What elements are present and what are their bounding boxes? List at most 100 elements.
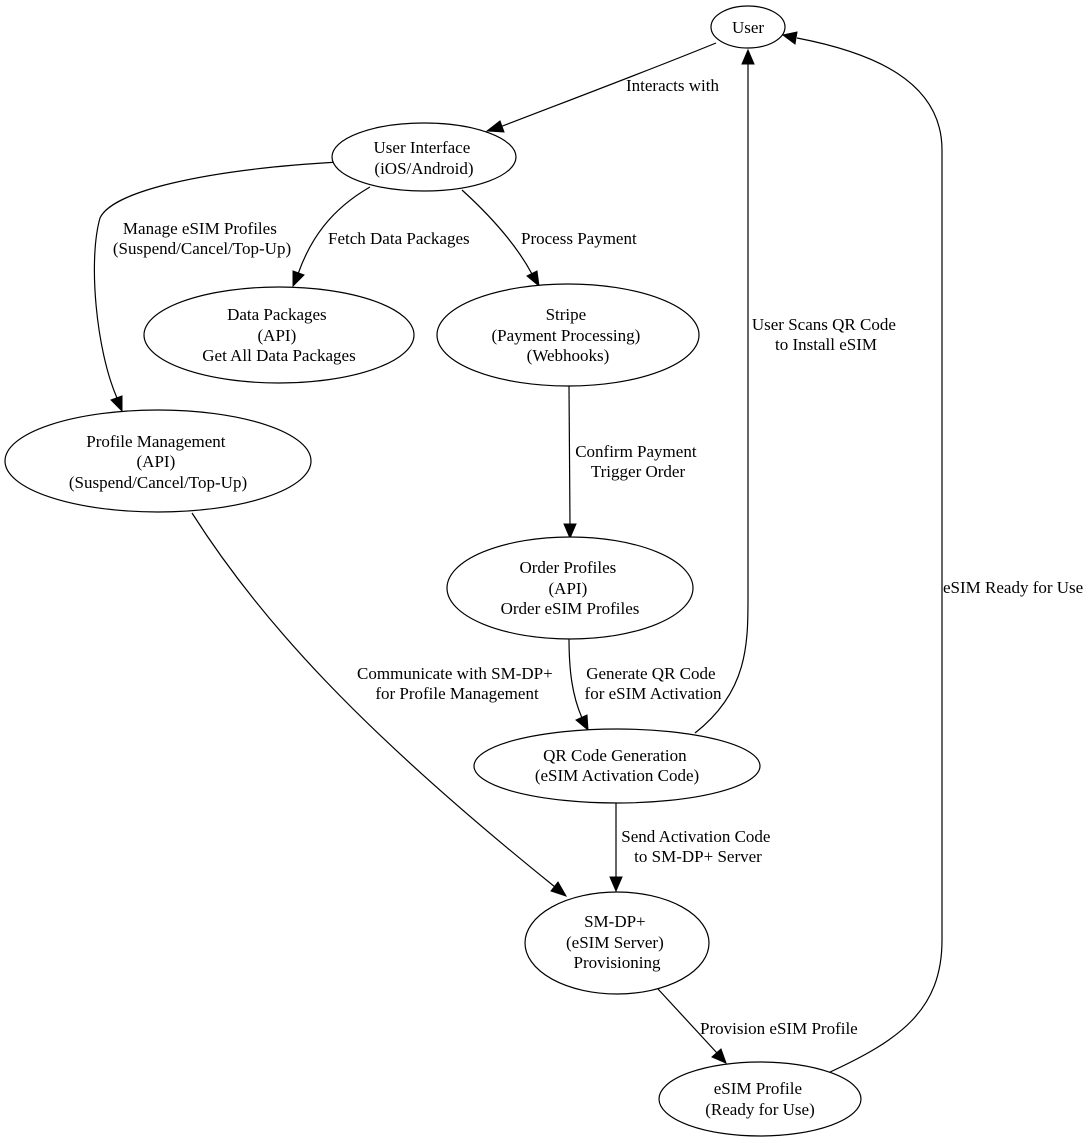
arrowhead — [563, 523, 577, 540]
node-esim-profile-label: eSIM Profile (Ready for Use) — [705, 1079, 815, 1119]
node-user-interface-label: User Interface (iOS/Android) — [374, 138, 475, 178]
edge-label-provision-esim-profile: Provision eSIM Profile — [700, 1019, 858, 1038]
edge-label-line: Confirm Payment — [575, 442, 697, 461]
edge-label-line: Trigger Order — [591, 462, 686, 481]
arrowhead — [711, 1048, 727, 1064]
arrowhead — [526, 270, 540, 288]
node-label-line: Stripe — [546, 305, 587, 324]
node-label-line: (eSIM Server) — [566, 933, 664, 952]
edge-label-communicate-with-smdp: Communicate with SM-DP+ for Profile Mana… — [357, 664, 557, 703]
edge-stripe-to-order-profiles — [563, 385, 577, 540]
edge-label-line: for eSIM Activation — [585, 684, 722, 703]
arrowhead — [292, 270, 305, 288]
edge-label-generate-qr-code: Generate QR Code for eSIM Activation — [585, 664, 722, 703]
node-label-line: (API) — [549, 579, 588, 598]
edge-label-line: Manage eSIM Profiles — [123, 219, 277, 238]
edge-label-manage-esim-profiles: Manage eSIM Profiles (Suspend/Cancel/Top… — [113, 219, 291, 258]
edge-label-fetch-data-packages: Fetch Data Packages — [328, 229, 470, 248]
node-label-line: User Interface — [374, 138, 471, 157]
node-qr-code-generation-label: QR Code Generation (eSIM Activation Code… — [535, 746, 699, 785]
node-smdp-shape — [524, 891, 710, 995]
node-order-profiles: Order Profiles (API) Order eSIM Profiles — [446, 536, 694, 640]
edge-label-line: Generate QR Code — [586, 664, 715, 683]
node-label-line: Provisioning — [574, 953, 661, 972]
node-label-line: Profile Management — [86, 432, 226, 451]
edge-label-line: Interacts with — [626, 76, 719, 95]
edge-label-interacts-with: Interacts with — [626, 76, 719, 95]
arrowhead — [550, 881, 568, 897]
node-user: User — [710, 5, 786, 49]
edge-esim-profile-to-user — [781, 31, 943, 1074]
edge-user-to-ui — [485, 42, 717, 133]
edge-label-esim-ready-for-use: eSIM Ready for Use — [943, 578, 1083, 597]
node-label-line: (Webhooks) — [527, 346, 610, 365]
arrowhead — [609, 876, 623, 893]
edge-label-line: User Scans QR Code — [752, 315, 896, 334]
edge-order-to-qr-code — [568, 637, 589, 732]
edge-label-line: Process Payment — [521, 229, 637, 248]
node-data-packages: Data Packages (API) Get All Data Package… — [143, 286, 415, 384]
edge-smdp-to-esim-profile — [657, 988, 727, 1064]
node-label-line: (Payment Processing) — [492, 326, 641, 345]
node-label-line: SM-DP+ — [584, 912, 646, 931]
node-label-line: (Ready for Use) — [705, 1100, 815, 1119]
edge-label-line: eSIM Ready for Use — [943, 578, 1083, 597]
node-smdp-label: SM-DP+ (eSIM Server) Provisioning — [566, 912, 668, 972]
arrowhead — [741, 48, 755, 65]
node-user-interface: User Interface (iOS/Android) — [331, 122, 517, 192]
node-esim-profile: eSIM Profile (Ready for Use) — [658, 1061, 862, 1137]
node-data-packages-shape — [143, 286, 415, 384]
edge-label-line: Communicate with SM-DP+ — [357, 664, 553, 683]
node-stripe: Stripe (Payment Processing) (Webhooks) — [436, 283, 700, 387]
node-order-profiles-label: Order Profiles (API) Order eSIM Profiles — [501, 558, 640, 618]
edge-label-line: Provision eSIM Profile — [700, 1019, 858, 1038]
node-label-line: (eSIM Activation Code) — [535, 766, 699, 785]
node-label-line: Order Profiles — [519, 558, 616, 577]
edge-ui-to-profile-management — [93, 161, 339, 413]
node-profile-management: Profile Management (API) (Suspend/Cancel… — [4, 409, 312, 513]
node-data-packages-label: Data Packages (API) Get All Data Package… — [202, 305, 355, 365]
edge-label-send-activation-code: Send Activation Code to SM-DP+ Server — [621, 827, 774, 866]
edge-profile-management-to-smdp — [191, 512, 568, 897]
edge-label-confirm-payment: Confirm Payment Trigger Order — [575, 442, 701, 481]
node-label-line: User — [732, 18, 764, 37]
node-label-line: eSIM Profile — [714, 1079, 802, 1098]
arrowhead — [575, 714, 589, 732]
node-smdp: SM-DP+ (eSIM Server) Provisioning — [524, 891, 710, 995]
edge-qr-code-to-smdp — [609, 802, 623, 893]
node-label-line: (API) — [258, 326, 297, 345]
node-stripe-label: Stripe (Payment Processing) (Webhooks) — [492, 305, 645, 365]
edge-label-line: Fetch Data Packages — [328, 229, 470, 248]
node-label-line: (API) — [137, 452, 176, 471]
node-user-interface-shape — [331, 122, 517, 192]
node-stripe-shape — [436, 283, 700, 387]
edge-label-process-payment: Process Payment — [521, 229, 637, 248]
node-label-line: QR Code Generation — [543, 746, 687, 765]
edge-label-line: Send Activation Code — [621, 827, 770, 846]
edge-label-user-scans-qr-code: User Scans QR Code to Install eSIM — [752, 315, 900, 354]
node-profile-management-label: Profile Management (API) (Suspend/Cancel… — [69, 432, 247, 492]
edge-label-line: (Suspend/Cancel/Top-Up) — [113, 239, 291, 258]
edge-ui-to-stripe — [461, 189, 540, 288]
edge-label-line: to Install eSIM — [775, 335, 877, 354]
node-label-line: Data Packages — [227, 305, 327, 324]
node-label-line: Get All Data Packages — [202, 346, 355, 365]
node-qr-code-generation-shape — [473, 728, 761, 804]
node-label-line: (iOS/Android) — [374, 159, 473, 178]
edge-ui-to-data-packages — [292, 186, 371, 288]
node-esim-profile-shape — [658, 1061, 862, 1137]
node-profile-management-shape — [4, 409, 312, 513]
edge-label-line: for Profile Management — [375, 684, 539, 703]
node-qr-code-generation: QR Code Generation (eSIM Activation Code… — [473, 728, 761, 804]
arrowhead — [781, 31, 798, 45]
edge-label-line: to SM-DP+ Server — [634, 847, 762, 866]
node-user-label: User — [732, 18, 764, 37]
edge-qr-code-to-user — [694, 48, 755, 734]
node-label-line: Order eSIM Profiles — [501, 599, 640, 618]
arrowhead — [485, 120, 505, 133]
arrowhead — [110, 395, 123, 413]
node-order-profiles-shape — [446, 536, 694, 640]
node-user-shape — [710, 5, 786, 49]
node-label-line: (Suspend/Cancel/Top-Up) — [69, 473, 247, 492]
